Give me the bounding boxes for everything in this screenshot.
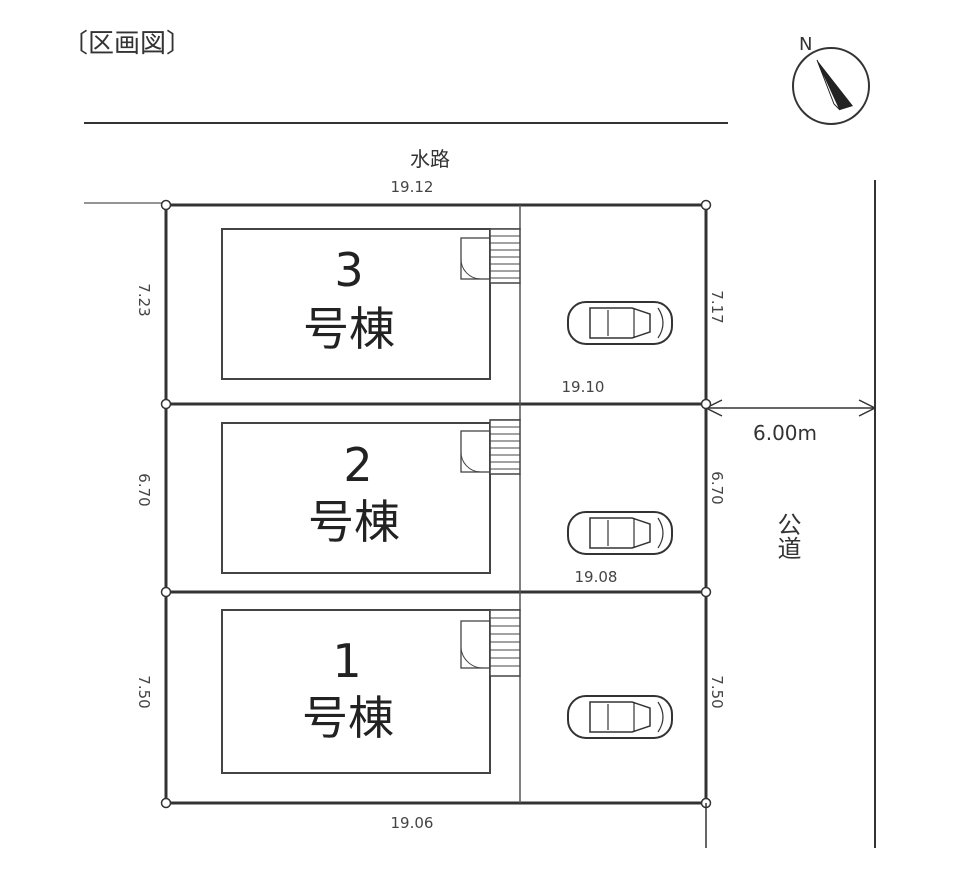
lot-right-dimension: 7.50 [708, 675, 726, 708]
boundary-marker [160, 398, 172, 410]
fence-line [490, 205, 521, 230]
lot-number: 3 [334, 243, 363, 297]
boundary-marker [160, 797, 172, 809]
frontage-bottom: 19.06 [391, 814, 434, 832]
lot-number: 2 [343, 438, 372, 492]
boundary-markers [160, 199, 712, 809]
building-footprint [221, 609, 491, 774]
road-width-arrow-right-2 [858, 407, 876, 417]
road-width-label: 6.00m [753, 421, 817, 445]
lot-left-dimension: 7.23 [135, 283, 153, 316]
north-label: N [799, 34, 812, 55]
compass-icon: N [792, 34, 870, 125]
door-swing [460, 644, 484, 669]
door-swing [460, 257, 482, 280]
fence-line [490, 592, 521, 611]
fence-line [490, 404, 521, 421]
road-width-arrow-left-2 [705, 407, 723, 417]
lot-bottom-frontage: 19.08 [575, 568, 618, 586]
frontage-top: 19.12 [391, 178, 434, 196]
step-lines [490, 235, 520, 279]
lot-building-label: 号棟 [303, 302, 395, 356]
boundary-marker [160, 586, 172, 598]
road-width-arrow-right [858, 399, 876, 409]
lot-building-label: 号棟 [302, 691, 394, 745]
boundary-marker [160, 199, 172, 211]
waterway-label: 水路 [410, 147, 450, 171]
lot-bottom-frontage: 19.10 [562, 378, 605, 396]
lot-number: 1 [332, 634, 361, 688]
public-road-label: 公道 [773, 512, 801, 560]
lot-3: 3 号棟 7.23 7.17 19.10 [135, 205, 726, 404]
site-boundary [164, 203, 708, 805]
boundary-marker [700, 586, 712, 598]
step-lines [490, 617, 520, 667]
lot-left-dimension: 6.70 [135, 473, 153, 506]
entrance-steps [489, 419, 521, 475]
lot-1: 1 号棟 7.50 7.50 [135, 592, 726, 803]
entrance-door [460, 237, 491, 280]
building-footprint [221, 422, 491, 574]
building-footprint [221, 228, 491, 380]
step-lines [490, 426, 520, 470]
entrance-steps [489, 228, 521, 284]
car-icon [567, 695, 673, 739]
car-icon [567, 511, 673, 555]
car-icon [567, 301, 673, 345]
lot-building-label: 号棟 [308, 495, 400, 549]
entrance-door [460, 430, 491, 473]
lot-right-dimension: 7.17 [708, 290, 726, 323]
boundary-marker [700, 199, 712, 211]
boundary-marker [700, 398, 712, 410]
entrance-door [460, 620, 491, 669]
door-swing [460, 450, 482, 473]
lot-2: 2 号棟 6.70 6.70 19.08 [135, 404, 726, 592]
page-title: 〔区画図〕 [62, 29, 192, 59]
lot-left-dimension: 7.50 [135, 675, 153, 708]
lot-right-dimension: 6.70 [708, 471, 726, 504]
